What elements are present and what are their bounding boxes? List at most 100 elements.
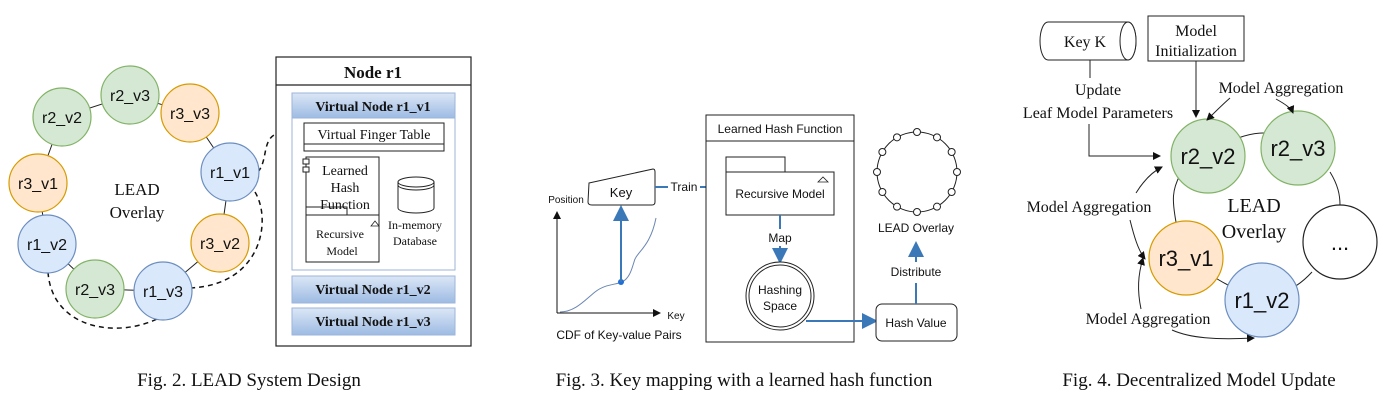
learned-hash-function-box	[305, 156, 380, 263]
ring-node-r1-v1[interactable]: r1_v1	[200, 142, 260, 202]
fig4-overlay-label-2: Overlay	[1222, 221, 1286, 243]
lead-overlay-ring	[876, 131, 958, 213]
overlay-node-dot	[933, 133, 941, 142]
key-input-shape	[587, 168, 656, 206]
ring-node-r3-v2[interactable]: r3_v2	[190, 213, 250, 273]
cdf-label: CDF of Key-value Pairs	[556, 328, 681, 342]
key-axis-label: Key	[667, 311, 684, 322]
ring-node-r2-v3[interactable]: r2_v3	[1260, 110, 1336, 186]
fig2-overlay-label-2: Overlay	[110, 203, 165, 222]
node-label: r1_v3	[143, 284, 183, 301]
overlay-node-dot	[893, 133, 901, 142]
overlay-node-dot	[933, 202, 941, 211]
db-line-2: Database	[393, 234, 437, 248]
ring-node-r1-v2[interactable]: r1_v2	[1224, 262, 1300, 338]
fig4-caption: Fig. 4. Decentralized Model Update	[1062, 370, 1335, 391]
hashing-space-line-2: Space	[763, 299, 797, 313]
overlay-node-dot	[893, 202, 901, 211]
overlay-node-dot	[953, 168, 961, 176]
node-label: r1_v2	[27, 237, 67, 254]
node-circle	[32, 87, 92, 147]
aggregation-label-left: Model Aggregation	[1027, 199, 1152, 216]
node-circle	[133, 261, 193, 321]
ring-node----[interactable]: ...	[1302, 204, 1378, 280]
ring-node-r1-v3[interactable]: r1_v3	[133, 261, 193, 321]
update-label-1: Update	[1075, 82, 1121, 99]
fig2-ring-edges	[37, 94, 231, 292]
node-label: r3_v1	[18, 176, 58, 193]
node-label: r2_v3	[75, 282, 115, 299]
node-circle	[1148, 220, 1224, 296]
node-circle	[8, 153, 68, 213]
hash-value-label: Hash Value	[885, 316, 946, 330]
ring-node-r2-v2[interactable]: r2_v2	[32, 87, 92, 147]
key-k-cylinder	[1039, 21, 1137, 61]
virtual-node-r1-v1-header[interactable]	[291, 92, 456, 119]
fig3-key-mapping: Position Key Key CDF of Key-value Pairs …	[548, 114, 961, 391]
overlay-node-dot	[947, 148, 956, 156]
ring-node-r2-v3[interactable]: r2_v3	[65, 259, 125, 319]
aggregation-label-top: Model Aggregation	[1219, 80, 1344, 97]
ring-node-r1-v2[interactable]: r1_v2	[17, 214, 77, 274]
key-k-label: Key K	[1064, 34, 1107, 51]
ring-node-r2-v2[interactable]: r2_v2	[1170, 118, 1246, 194]
node-label: ...	[1331, 230, 1349, 255]
model-init-line-2: Initialization	[1155, 43, 1237, 60]
db-line-1: In-memory	[388, 218, 442, 232]
node-label: r3_v2	[200, 236, 240, 253]
overlay-node-dot	[947, 188, 956, 196]
virtual-node-r1-v2[interactable]	[291, 275, 456, 304]
lhf-line-2: Hash	[331, 181, 360, 196]
lhf-line-3: Function	[320, 198, 370, 213]
ring-node-r3-v1[interactable]: r3_v1	[8, 153, 68, 213]
fig2-dashed-link-v1-v3	[189, 191, 263, 289]
triangle-icon	[817, 176, 829, 183]
aggregation-arrow-top-left	[1206, 97, 1231, 121]
node-circle	[1224, 262, 1300, 338]
node-circle	[65, 259, 125, 319]
hashing-space-line-1: Hashing	[758, 283, 802, 297]
finger-table-label: Virtual Finger Table	[317, 128, 430, 143]
node-circle	[200, 142, 260, 202]
model-init-line-1: Model	[1175, 23, 1217, 40]
aggregation-arrow-bottom-right	[1171, 329, 1255, 343]
fig2-overlay-label-1: LEAD	[114, 180, 159, 199]
lead-overlay-label: LEAD Overlay	[878, 221, 954, 235]
train-label: Train	[671, 180, 698, 194]
fig4-decentralized-update: Key K Model Initialization Update Leaf M…	[1023, 15, 1378, 391]
node-circle	[160, 83, 220, 143]
node-label: r2_v2	[42, 110, 82, 127]
fig2-system-design: r2_v3 r3_v3 r1_v1 r3_v2 r1_v3 r2_v3 r1_v2 r3_v1…	[8, 56, 472, 391]
node-label: r3_v3	[170, 106, 210, 123]
fig2-dashed-link-v2-v3	[47, 271, 164, 329]
overlay-node-dot	[878, 148, 887, 156]
aggregation-label-bottom: Model Aggregation	[1086, 311, 1211, 328]
node-circle	[100, 65, 160, 125]
lead-overlay-nodes	[873, 128, 961, 216]
virtual-node-r1-v1-label: Virtual Node r1_v1	[315, 100, 430, 115]
key-box-label: Key	[610, 185, 633, 200]
map-label: Map	[768, 231, 792, 245]
ring-node-r3-v1[interactable]: r3_v1	[1148, 220, 1224, 296]
fig2-caption: Fig. 2. LEAD System Design	[137, 370, 361, 391]
virtual-node-r1-v2-label: Virtual Node r1_v2	[315, 283, 430, 298]
ring-node-r3-v3[interactable]: r3_v3	[160, 83, 220, 143]
ring-node-r2-v3[interactable]: r2_v3	[100, 65, 160, 125]
node-circle	[17, 214, 77, 274]
node-label: r2_v2	[1180, 144, 1235, 169]
virtual-node-r1-v3-label: Virtual Node r1_v3	[315, 315, 430, 330]
update-label-2: Leaf Model Parameters	[1023, 105, 1173, 122]
aggregation-arrow-top-right	[1275, 98, 1295, 114]
database-icon	[397, 176, 435, 214]
node-label: r1_v2	[1234, 288, 1289, 313]
update-arrow	[1088, 124, 1161, 160]
node-r1-title: Node r1	[344, 63, 402, 82]
lhf-line-1: Learned	[322, 164, 368, 179]
distribute-label: Distribute	[891, 265, 942, 279]
model-initialization-box	[1147, 15, 1245, 62]
triangle-icon	[370, 220, 380, 227]
fig3-caption: Fig. 3. Key mapping with a learned hash …	[556, 370, 933, 391]
virtual-node-r1-v3[interactable]	[291, 307, 456, 336]
lhf-title: Learned Hash Function	[718, 122, 843, 136]
